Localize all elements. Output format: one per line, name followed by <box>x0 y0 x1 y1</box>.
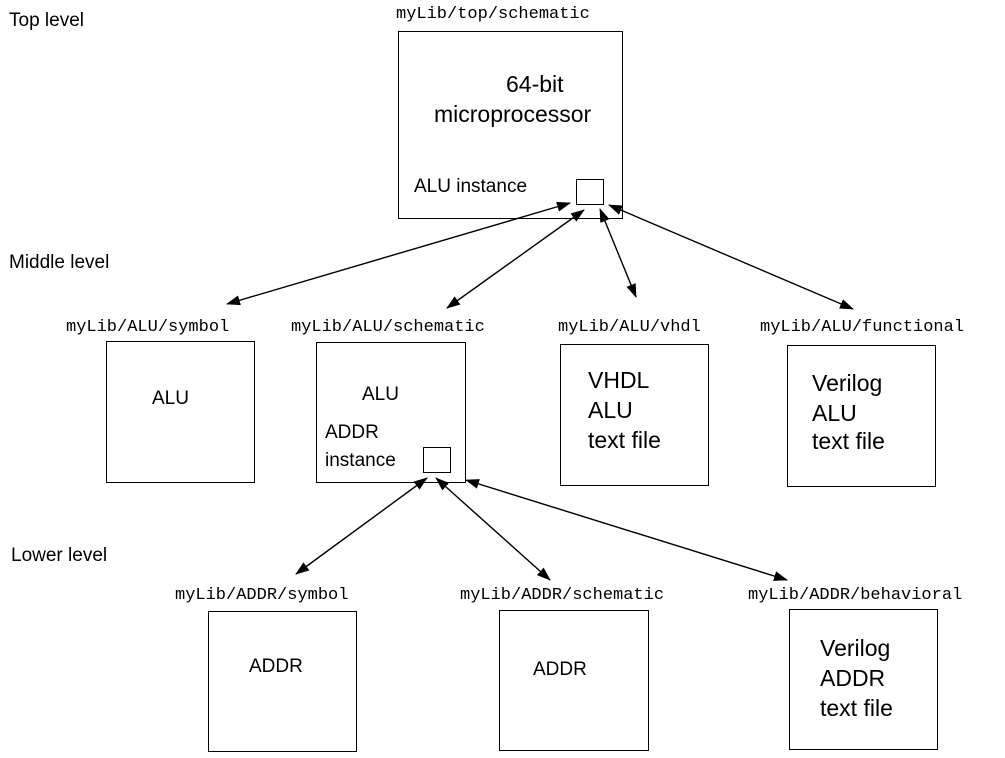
addr-schematic-text: ADDR <box>533 659 587 680</box>
arrow-addr-instance-to-addr-schematic <box>435 477 551 581</box>
alu-vhdl-line2: ALU <box>588 397 633 423</box>
lower-level-label: Lower level <box>11 545 108 566</box>
addr-behavioral-line2: ADDR <box>820 665 886 691</box>
addr-behavioral-line1: Verilog <box>820 635 891 661</box>
alu-instance-box <box>576 179 604 205</box>
alu-vhdl-box: VHDL ALU text file <box>560 344 709 486</box>
top-title-line2: microprocessor <box>434 101 592 127</box>
addr-symbol-box: ADDR <box>208 611 357 752</box>
alu-symbol-text: ALU <box>152 388 189 409</box>
middle-level-label: Middle level <box>9 252 110 273</box>
addr-behavioral-path: myLib/ADDR/behavioral <box>748 586 963 605</box>
alu-schematic-box: ALU ADDR instance <box>316 342 466 483</box>
addr-instance-label-line2: instance <box>325 450 396 471</box>
alu-functional-box: Verilog ALU text file <box>787 345 936 487</box>
arrow-alu-instance-to-alu-vhdl <box>599 208 637 298</box>
alu-vhdl-path: myLib/ALU/vhdl <box>558 318 701 337</box>
addr-symbol-text: ADDR <box>249 656 303 677</box>
arrow-alu-instance-to-alu-functional <box>608 204 854 310</box>
addr-behavioral-box: Verilog ADDR text file <box>789 609 938 750</box>
alu-symbol-box: ALU <box>106 341 255 483</box>
arrow-addr-instance-to-addr-symbol <box>295 477 428 575</box>
addr-behavioral-line3: text file <box>820 695 893 721</box>
arrow-addr-instance-to-addr-behavioral <box>465 479 788 581</box>
arrow-alu-instance-to-alu-schematic <box>446 209 585 309</box>
addr-instance-box <box>423 447 451 473</box>
addr-schematic-box: ADDR <box>499 610 649 751</box>
alu-functional-line2: ALU <box>812 400 857 426</box>
top-schematic-box: 64-bit microprocessor ALU instance <box>398 31 623 219</box>
alu-schematic-text: ALU <box>362 384 399 405</box>
alu-vhdl-line1: VHDL <box>588 367 650 393</box>
alu-symbol-path: myLib/ALU/symbol <box>66 318 230 337</box>
top-title-line1: 64-bit <box>506 71 564 97</box>
alu-schematic-path: myLib/ALU/schematic <box>291 318 485 337</box>
alu-functional-line1: Verilog <box>812 370 883 396</box>
alu-functional-line3: text file <box>812 428 885 454</box>
alu-functional-path: myLib/ALU/functional <box>760 318 965 337</box>
top-level-label: Top level <box>9 10 84 31</box>
addr-schematic-path: myLib/ADDR/schematic <box>460 586 665 605</box>
alu-vhdl-line3: text file <box>588 427 661 453</box>
addr-symbol-path: myLib/ADDR/symbol <box>175 586 349 605</box>
addr-instance-label-line1: ADDR <box>325 422 379 443</box>
alu-instance-label: ALU instance <box>414 176 528 197</box>
top-schematic-path: myLib/top/schematic <box>396 5 590 24</box>
